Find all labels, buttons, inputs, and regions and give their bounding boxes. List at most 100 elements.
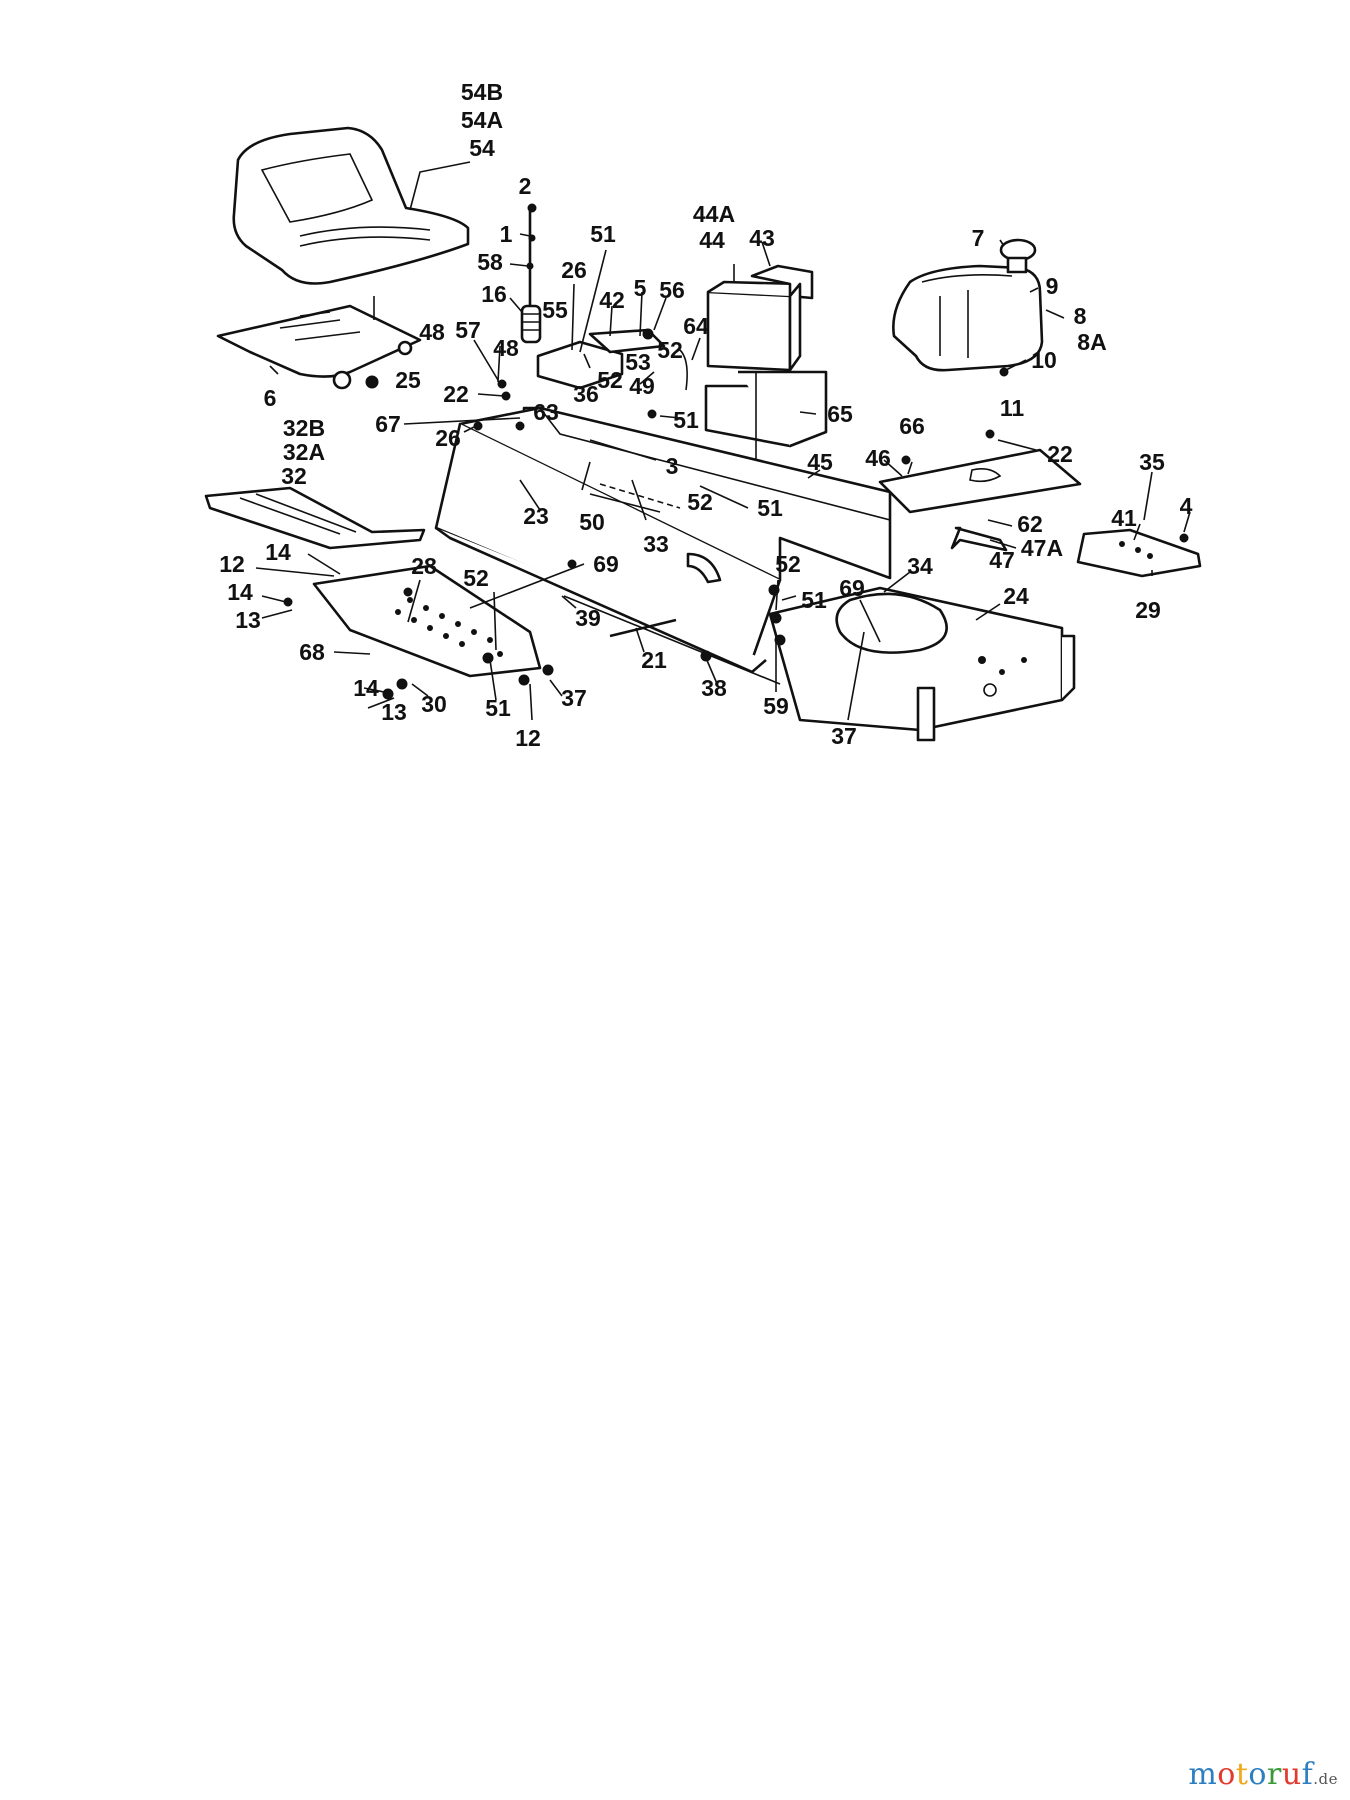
callout-8A: 8A <box>1077 329 1106 355</box>
watermark-letter: o <box>1248 1757 1267 1792</box>
watermark-letter: u <box>1281 1757 1302 1792</box>
callout-51-mid: 51 <box>673 407 699 433</box>
callout-1: 1 <box>500 221 513 247</box>
callout-32B: 32B <box>283 415 325 441</box>
callout-52-e: 52 <box>775 551 801 577</box>
callout-29: 29 <box>1135 597 1161 623</box>
callout-47: 47 <box>989 547 1015 573</box>
callout-5: 5 <box>634 275 647 301</box>
callout-10: 10 <box>1031 347 1057 373</box>
callout-69-b: 69 <box>839 575 865 601</box>
callout-63: 63 <box>533 399 559 425</box>
callout-13-bottom: 13 <box>381 699 407 725</box>
callout-36: 36 <box>573 381 599 407</box>
callout-4: 4 <box>1180 493 1193 519</box>
callout-51-e: 51 <box>485 695 511 721</box>
callout-30: 30 <box>421 691 447 717</box>
callout-51-top: 51 <box>590 221 616 247</box>
callout-54A: 54A <box>461 107 503 133</box>
callout-25: 25 <box>395 367 421 393</box>
callout-22-left: 22 <box>443 381 469 407</box>
callout-21: 21 <box>641 647 667 673</box>
callout-51-d: 51 <box>801 587 827 613</box>
floor-plate-part <box>878 448 1082 552</box>
watermark-letter: m <box>1188 1757 1218 1792</box>
callout-37-right: 37 <box>831 723 857 749</box>
callout-64: 64 <box>683 313 709 339</box>
right-pedal-plate-part <box>1076 528 1202 578</box>
callout-55: 55 <box>542 297 568 323</box>
callout-12-bottom: 12 <box>515 725 541 751</box>
callout-labels: 54B 54A 54 2 1 58 16 55 26 51 42 5 56 44… <box>219 79 1192 751</box>
callout-46: 46 <box>865 445 891 471</box>
callout-23: 23 <box>523 503 549 529</box>
callout-22-right: 22 <box>1047 441 1073 467</box>
seat-bracket-part <box>216 304 422 390</box>
callout-24: 24 <box>1003 583 1029 609</box>
battery-part <box>706 264 814 372</box>
left-footrest-part <box>312 564 542 678</box>
callout-9: 9 <box>1046 273 1059 299</box>
callout-45: 45 <box>807 449 833 475</box>
callout-44: 44 <box>699 227 725 253</box>
watermark-letter: r <box>1266 1757 1282 1792</box>
leader-lines <box>255 161 1191 721</box>
callout-68: 68 <box>299 639 325 665</box>
callout-53: 53 <box>625 349 651 375</box>
callout-69-a: 69 <box>593 551 619 577</box>
callout-43: 43 <box>749 225 775 251</box>
callout-26-top: 26 <box>561 257 587 283</box>
callout-44A: 44A <box>693 201 735 227</box>
callout-51-c: 51 <box>757 495 783 521</box>
callout-3: 3 <box>666 453 679 479</box>
callout-6: 6 <box>264 385 277 411</box>
watermark-tld: .de <box>1313 1770 1338 1788</box>
callout-54B: 54B <box>461 79 503 105</box>
callout-48-right: 48 <box>493 335 519 361</box>
callout-67: 67 <box>375 411 401 437</box>
callout-42: 42 <box>599 287 625 313</box>
callout-38: 38 <box>701 675 727 701</box>
callout-16: 16 <box>481 281 507 307</box>
callout-12-top: 12 <box>219 551 245 577</box>
callout-14-mid: 14 <box>227 579 253 605</box>
callout-50: 50 <box>579 509 605 535</box>
rod-part <box>563 595 781 685</box>
battery-bracket-part <box>704 370 828 498</box>
callout-59: 59 <box>763 693 789 719</box>
callout-26-left: 26 <box>435 425 461 451</box>
callout-35: 35 <box>1139 449 1165 475</box>
callout-62: 62 <box>1017 511 1043 537</box>
callout-32A: 32A <box>283 439 325 465</box>
housing-block-part <box>536 328 688 391</box>
watermark-letter: f <box>1301 1757 1314 1792</box>
callout-49: 49 <box>629 373 655 399</box>
callout-28: 28 <box>411 553 437 579</box>
callout-58: 58 <box>477 249 503 275</box>
callout-37-left: 37 <box>561 685 587 711</box>
callout-2: 2 <box>519 173 532 199</box>
watermark-logo: motoruf.de <box>1188 1757 1338 1792</box>
callout-11: 11 <box>1000 395 1025 421</box>
callout-48-left: 48 <box>419 319 445 345</box>
callout-52-d: 52 <box>463 565 489 591</box>
footrest-mat-part <box>204 486 426 550</box>
callout-33: 33 <box>643 531 669 557</box>
callout-14-bottom: 14 <box>353 675 379 701</box>
fuel-tank-part <box>892 238 1044 377</box>
callout-39: 39 <box>575 605 601 631</box>
callout-52-c: 52 <box>687 489 713 515</box>
callout-56: 56 <box>659 277 685 303</box>
callout-52-a: 52 <box>597 367 623 393</box>
hardware-dots <box>283 375 1189 700</box>
callout-7: 7 <box>972 225 985 251</box>
callout-8: 8 <box>1074 303 1087 329</box>
callout-13-mid: 13 <box>235 607 261 633</box>
watermark-letter: o <box>1217 1757 1236 1792</box>
callout-57: 57 <box>455 317 481 343</box>
watermark-letter: t <box>1235 1757 1249 1792</box>
seat-part <box>232 126 470 285</box>
callout-65: 65 <box>827 401 853 427</box>
callout-32: 32 <box>281 463 307 489</box>
